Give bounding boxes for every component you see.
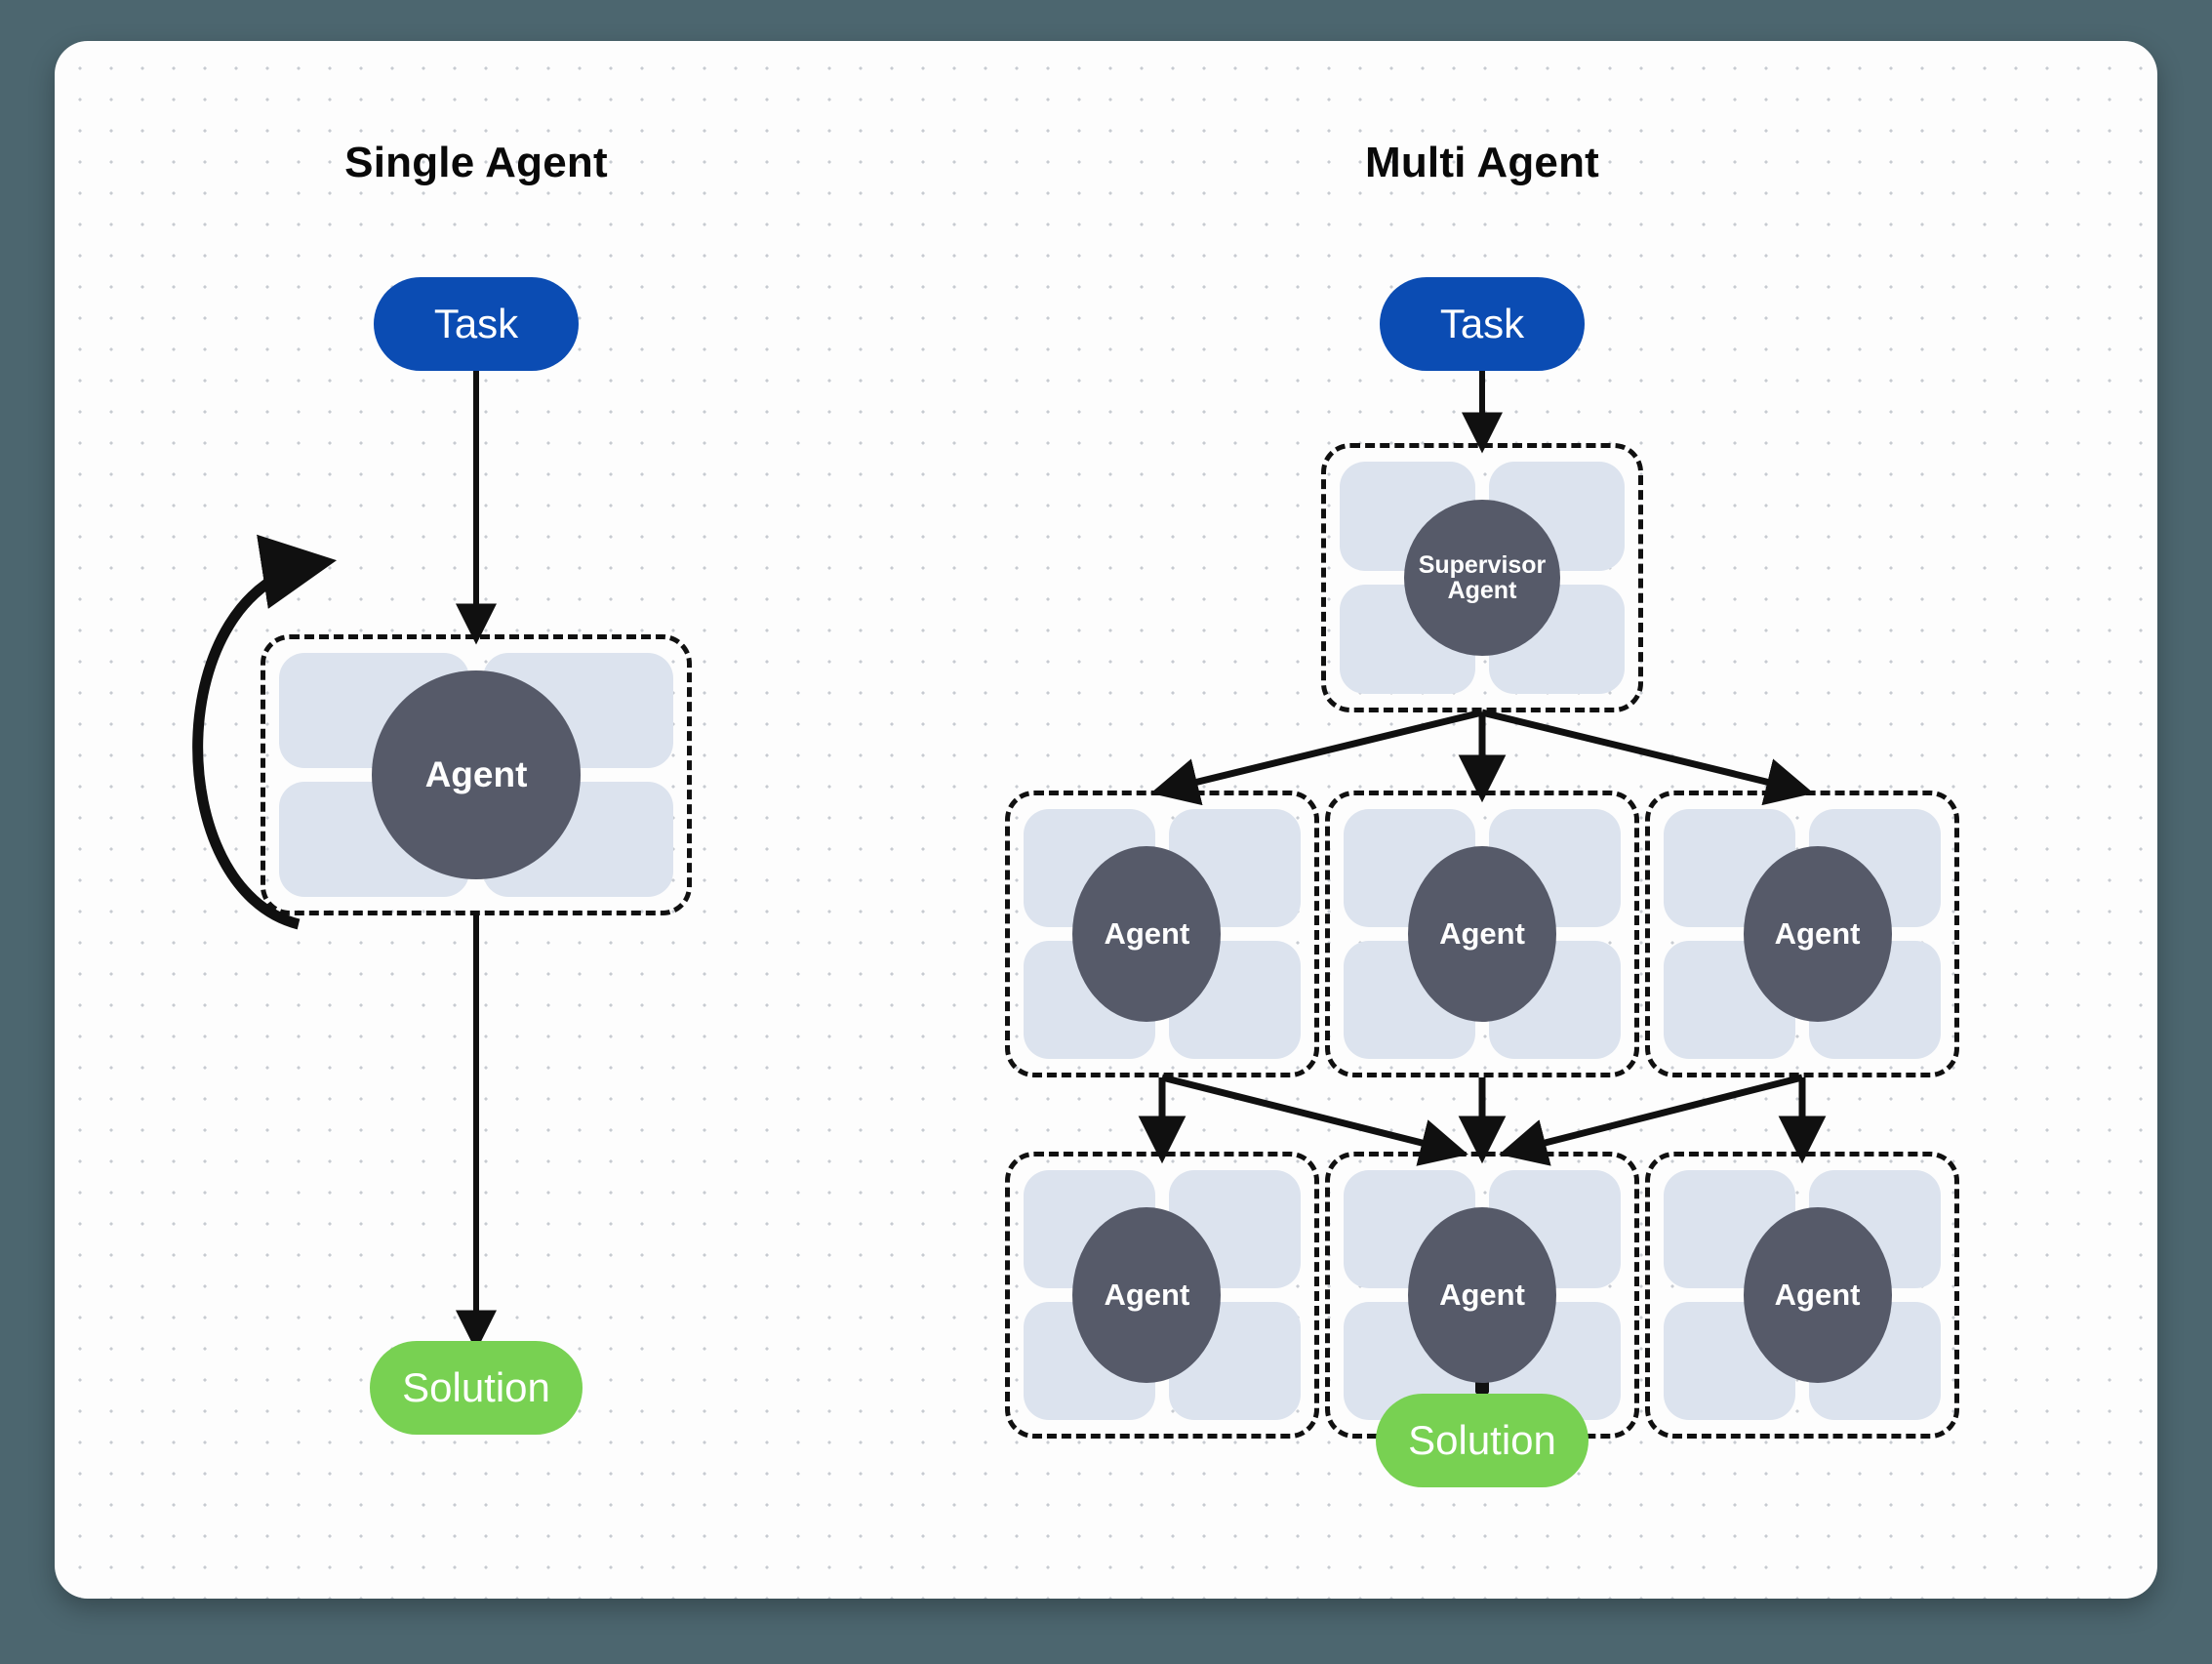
task-node-label: Task <box>433 301 519 346</box>
edge-supervisor-to-agent-r1-right <box>1481 709 1814 806</box>
solution-node-label: Solution <box>1408 1417 1556 1463</box>
supervisor-label-line1: Supervisor <box>1418 551 1547 579</box>
task-node-multi[interactable]: Task <box>1380 277 1585 371</box>
solution-node-label: Solution <box>402 1364 550 1410</box>
supervisor-label-line2: Agent <box>1447 577 1517 604</box>
agent-circle-label: Agent <box>1774 1277 1861 1312</box>
agent-circle-label: Agent <box>1439 1277 1525 1312</box>
edge-agent-self-loop <box>192 534 338 930</box>
agent-circle-label: Agent <box>1104 1277 1190 1312</box>
agent-circle-row1-right[interactable]: Agent <box>1743 846 1892 1022</box>
column-title-single-agent: Single Agent <box>344 139 608 186</box>
column-title-multi-agent: Multi Agent <box>1364 139 1600 186</box>
agent-circle-label: Agent <box>1774 915 1861 951</box>
agent-circle-row2-center[interactable]: Agent <box>1408 1207 1556 1383</box>
agent-circle-row2-right[interactable]: Agent <box>1743 1207 1892 1383</box>
agent-circle-label: Agent <box>1104 915 1190 951</box>
agent-box-row2-right[interactable]: Agent <box>1645 1152 1959 1439</box>
agent-circle-single[interactable]: Agent <box>372 670 581 879</box>
agent-circle-label: Agent <box>424 753 528 794</box>
edge-agent-r1-left-to-r2-center <box>1161 1074 1468 1166</box>
task-node-label: Task <box>1439 301 1525 346</box>
agent-box-row1-center[interactable]: Agent <box>1325 791 1639 1077</box>
supervisor-agent-box[interactable]: Supervisor Agent <box>1321 443 1643 712</box>
diagram-canvas: Single Agent Multi Agent Task Agent Solu… <box>55 41 2157 1599</box>
connector-layer <box>192 371 1827 1406</box>
agent-box-single[interactable]: Agent <box>261 634 692 915</box>
agent-circle-row2-left[interactable]: Agent <box>1072 1207 1222 1383</box>
agent-box-row2-left[interactable]: Agent <box>1005 1152 1319 1439</box>
edge-agent-r1-right-to-r2-center <box>1499 1074 1803 1166</box>
agent-box-row1-right[interactable]: Agent <box>1645 791 1959 1077</box>
supervisor-agent-circle[interactable]: Supervisor Agent <box>1404 500 1560 656</box>
agent-circle-row1-left[interactable]: Agent <box>1072 846 1222 1022</box>
solution-node-multi[interactable]: Solution <box>1376 1394 1589 1487</box>
solution-node-single[interactable]: Solution <box>370 1341 583 1435</box>
agent-circle-row1-center[interactable]: Agent <box>1408 846 1556 1022</box>
agent-circle-label: Agent <box>1439 915 1525 951</box>
edge-supervisor-to-agent-r1-left <box>1150 709 1483 806</box>
task-node-single[interactable]: Task <box>374 277 579 371</box>
agent-box-row1-left[interactable]: Agent <box>1005 791 1319 1077</box>
